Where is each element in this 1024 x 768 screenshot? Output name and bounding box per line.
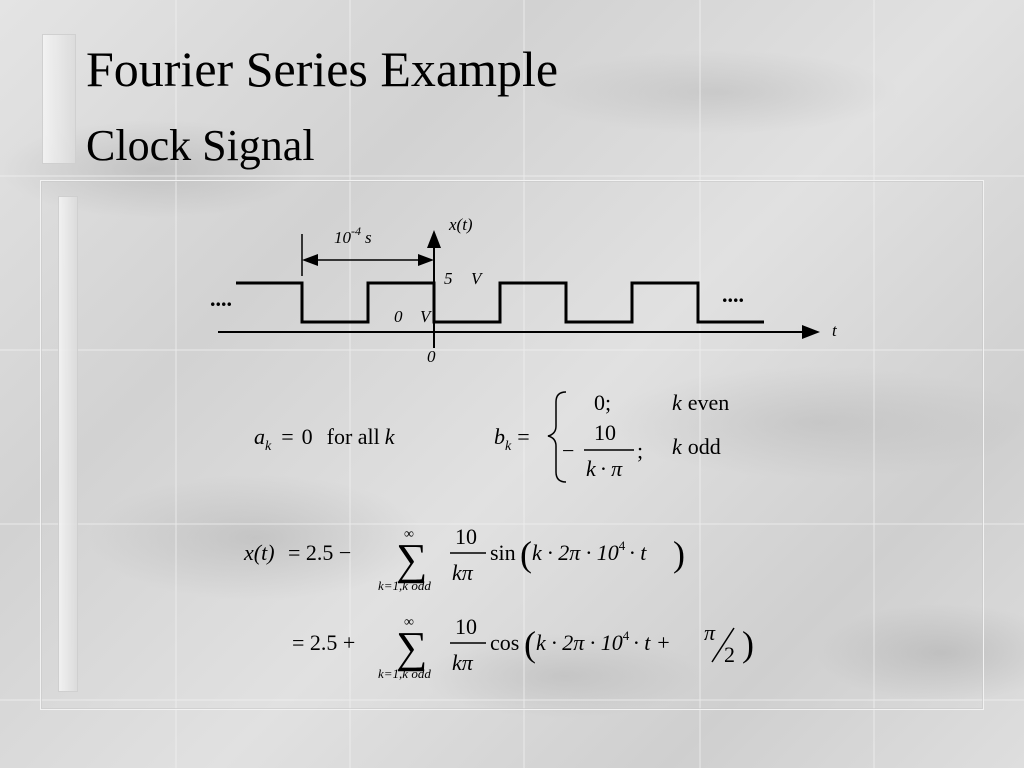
time-axis-arrow: [802, 325, 820, 339]
bk-lhs: bk=: [494, 424, 530, 454]
series2-sum-upper: ∞: [404, 615, 414, 630]
period-arrow-right: [418, 254, 434, 266]
high-level-value: 5: [444, 269, 453, 288]
series2-close-paren: ): [742, 624, 754, 664]
series2-open-paren: (: [524, 624, 536, 664]
series2-frac-den: kπ: [452, 650, 474, 675]
square-wave: [236, 281, 764, 324]
amplitude-axis-arrow: [427, 230, 441, 248]
series2-const: = 2.5 +: [292, 630, 355, 655]
y-axis-label: x(t): [448, 215, 473, 234]
bk-case-odd-semicolon: ;: [637, 438, 643, 463]
series1-sum-symbol: ∑: [396, 535, 427, 584]
bk-case-odd-numerator: 10: [594, 420, 616, 445]
bk-case-even-value: 0;: [594, 390, 611, 415]
series1-open-paren: (: [520, 534, 532, 574]
content-accent-bar: [58, 196, 78, 692]
series2-argument: k · 2π · 104· t +: [536, 628, 671, 655]
low-level-value: 0: [394, 307, 403, 326]
series1-close-paren: ): [673, 534, 685, 574]
series2-func: cos: [490, 630, 519, 655]
series1-argument: k · 2π · 104· t: [532, 538, 647, 565]
series2-pi: π: [704, 620, 716, 645]
slide-title: Fourier Series Example: [86, 41, 559, 97]
x-axis-label: t: [832, 321, 838, 340]
series2-sum-symbol: ∑: [396, 623, 427, 672]
ellipsis-right: ....: [722, 282, 744, 307]
ellipsis-left: ....: [210, 286, 232, 311]
series2-two: 2: [724, 642, 735, 667]
series1-const: = 2.5 −: [288, 540, 351, 565]
low-level-unit: V: [420, 307, 433, 326]
series1-frac-num: 10: [455, 524, 477, 549]
series2-slash: [711, 627, 735, 663]
series1-lhs: x(t): [243, 540, 275, 565]
series2-frac-num: 10: [455, 614, 477, 639]
period-arrow-left: [302, 254, 318, 266]
title-accent-bar: [42, 34, 76, 164]
bk-case-odd-denominator: k·π: [586, 456, 623, 481]
high-level-unit: V: [471, 269, 484, 288]
content-frame: [40, 180, 984, 710]
bk-brace: [547, 391, 567, 483]
series1-frac-den: kπ: [452, 560, 474, 585]
series2-sum-lower: k=1,k odd: [378, 666, 431, 681]
bk-case-odd-minus: −: [562, 438, 574, 463]
series1-sum-lower: k=1,k odd: [378, 578, 431, 593]
series1-sum-upper: ∞: [404, 527, 414, 542]
slide-subtitle: Clock Signal: [86, 121, 315, 170]
series1-func: sin: [490, 540, 516, 565]
origin-label: 0: [427, 347, 436, 366]
